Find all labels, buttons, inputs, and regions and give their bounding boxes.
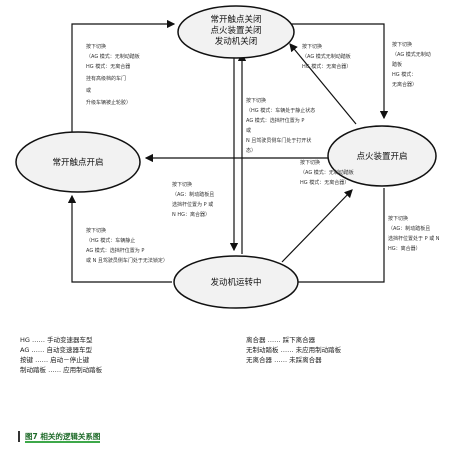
connector-arrows bbox=[67, 19, 389, 287]
svg-text:常开触点关闭点火装置关闭发动机关闭: 常开触点关闭点火装置关闭发动机关闭 bbox=[210, 14, 261, 47]
arrow-left-to-top bbox=[71, 19, 176, 132]
label-top-left: 按下切换 （AG 模式：无制动踏板 HG 模式：无离合器 挂有高级档的车门 或 … bbox=[86, 43, 141, 106]
node-left: 常开触点开启 bbox=[15, 131, 141, 193]
label-mid-arrow: 按下切换 （AG 模式：无制动踏板 HG 模式：无离合器） bbox=[300, 159, 355, 186]
arrow-right-to-top-diag bbox=[289, 43, 357, 125]
label-center-upper: 按下切换 （HG 模式：车辆处于静止状态 AG 模式：选挡杆位置为 P 或 N … bbox=[246, 97, 317, 154]
node-top-line: 常开触点关闭 bbox=[210, 14, 261, 25]
node-top: 常开触点关闭点火装置关闭发动机关闭 bbox=[177, 5, 295, 59]
legend-item: HG …… 手动变速器车型 bbox=[20, 336, 93, 344]
node-right: 点火装置开启 bbox=[327, 125, 437, 187]
arrow-bottom-to-right-diag bbox=[281, 189, 353, 263]
arrow-bottom-to-left bbox=[67, 194, 172, 283]
node-bottom: 发动机运转中 bbox=[173, 255, 299, 309]
legend-item: 无离合器 …… 未踩离合器 bbox=[246, 356, 322, 364]
caption-text: 图7 相关的逻辑关系图 bbox=[25, 432, 101, 443]
label-bottom-left: 按下切换 （HG 模式：车辆静止 AG 模式：选挡杆位置为 P 或 N 且驾驶员… bbox=[86, 227, 168, 264]
legend-item: 离合器 …… 踩下离合器 bbox=[246, 336, 316, 344]
legend-item: 按键 …… 启动－停止键 bbox=[20, 356, 90, 364]
legend-item: 无制动踏板 …… 未应用制动踏板 bbox=[246, 346, 342, 354]
node-right-label: 点火装置开启 bbox=[356, 151, 407, 162]
label-top-right-b: 按下切换 （AG 模式无制动 踏板 HG 模式： 无离合器） bbox=[392, 41, 432, 88]
legend-item: 制动踏板 …… 应用制动踏板 bbox=[20, 366, 103, 374]
arrow-top-to-right bbox=[282, 23, 389, 120]
label-top-right-a: 按下切换 （AG 模式无制动踏板 HG 模式：无离合器） bbox=[302, 43, 352, 70]
node-top-line: 发动机关闭 bbox=[215, 36, 258, 47]
node-bottom-label: 发动机运转中 bbox=[210, 277, 261, 288]
arrow-right-to-bottom bbox=[288, 188, 385, 287]
legend-item: AG …… 自动变速器车型 bbox=[20, 346, 93, 354]
label-center-lower: 按下切换 （AG：制动踏板且 选挡杆位置为 P 或 N HG：离合器） bbox=[172, 181, 216, 218]
legend-right: 离合器 …… 踩下离合器 无制动踏板 …… 未应用制动踏板 无离合器 …… 未踩… bbox=[246, 335, 341, 365]
node-top-line: 点火装置关闭 bbox=[210, 25, 261, 36]
label-bottom-right: 按下切换 （AG：制动踏板且 选挡杆位置处于 P 或 N HG：离合器） bbox=[388, 215, 441, 252]
legend-left: HG …… 手动变速器车型 AG …… 自动变速器车型 按键 …… 启动－停止键… bbox=[20, 335, 102, 375]
figure-caption: 图7 相关的逻辑关系图 bbox=[18, 431, 101, 443]
node-left-label: 常开触点开启 bbox=[52, 157, 103, 168]
